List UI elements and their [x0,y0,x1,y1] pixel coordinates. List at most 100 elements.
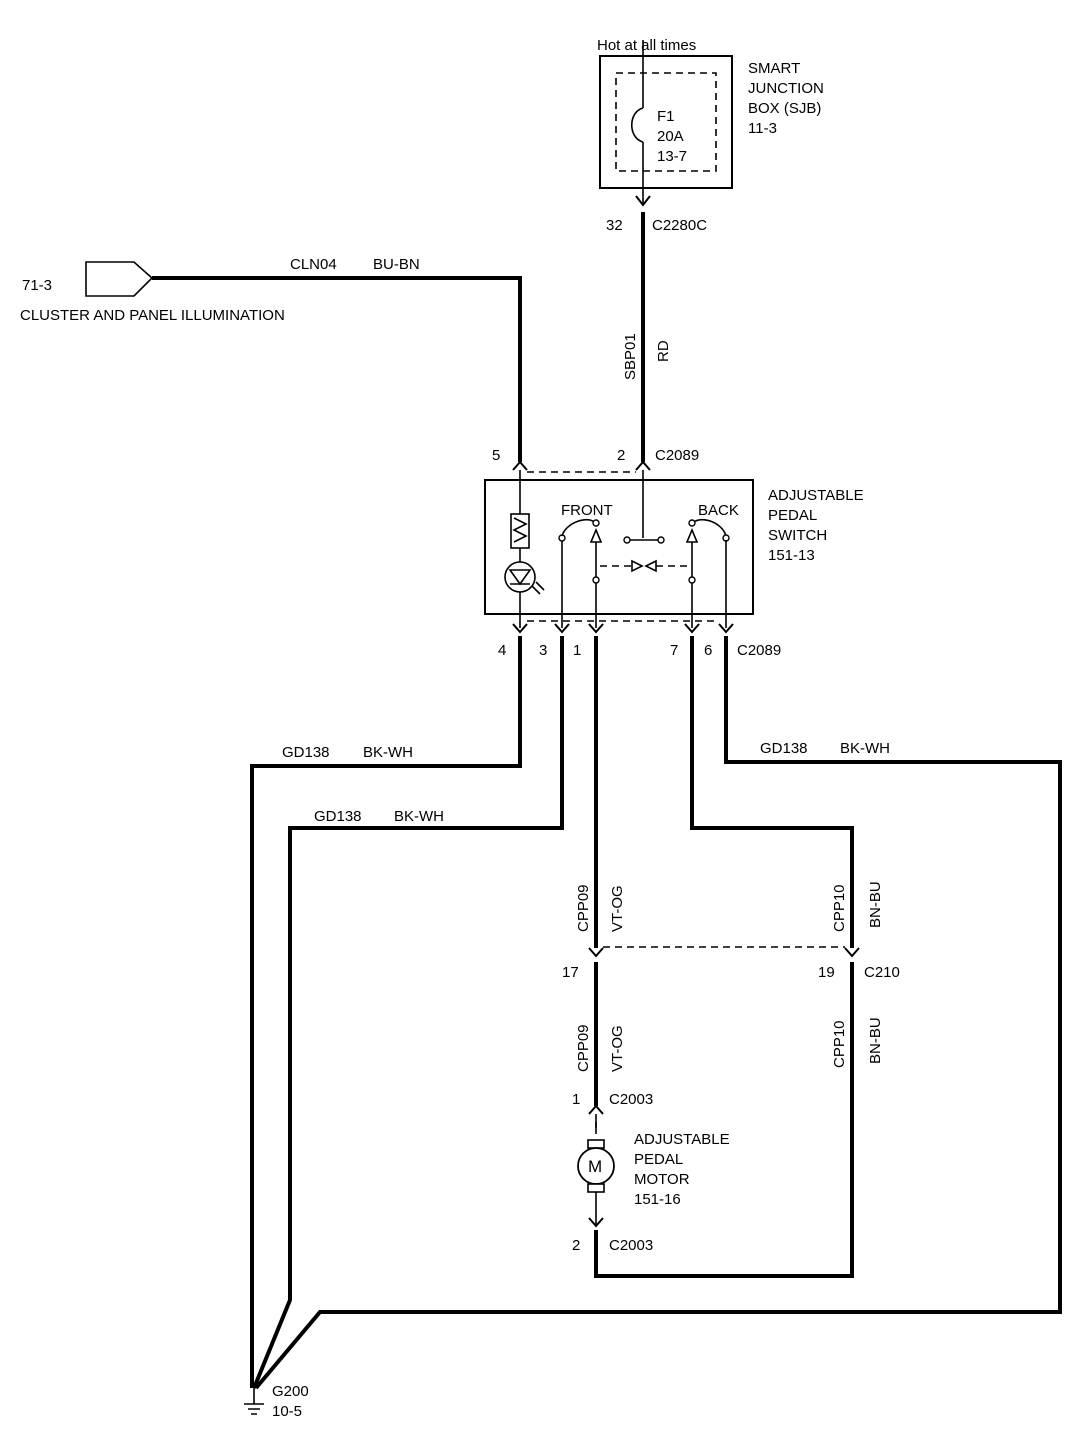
lamp-led-icon [504,561,536,593]
sjb-inner-dashed [615,72,717,172]
wire-gd138-left-lower-circuit: GD138 [314,808,362,825]
wire-cpp10-upper-circuit: CPP10 [831,884,848,932]
ground-icon [244,1388,264,1415]
wire-cpp09-upper-circuit: CPP09 [575,884,592,932]
wire-gd138-right-color: BK-WH [840,740,890,757]
wire-gd138-left-upper-color: BK-WH [363,744,413,761]
cluster-illumination: 71-3 CLUSTER AND PANEL ILLUMINATION [20,261,285,324]
c2089-pin4-connector-icon [512,623,528,634]
switch-name-line2: PEDAL [768,507,817,524]
wire-gd138-left-lower [252,636,564,1389]
motor-name-line1: ADJUSTABLE [634,1131,730,1148]
back-switch-arm-icon [693,518,727,537]
c2003-bottom-connector: C2003 [609,1237,653,1254]
wire-cpp09-upper-color: VT-OG [609,885,626,932]
switch-name-line1: ADJUSTABLE [768,487,864,504]
sjb-name-line2: JUNCTION [748,80,824,97]
c2089-bottom-pin-6: 6 [704,642,712,659]
c210-pin19-connector-icon [844,947,860,958]
motor-symbol: M [588,1157,602,1176]
c2003-bottom-pin: 2 [572,1237,580,1254]
mechanical-link-arrows-icon [631,559,657,573]
illumination-name: CLUSTER AND PANEL ILLUMINATION [20,307,285,324]
smart-junction-box: Hot at all times F1 20A 13-7 SMART JUNCT… [597,37,824,234]
c210-pin17-connector-icon [588,947,604,958]
resistor-icon [510,513,530,549]
c2089-bottom-pin-7: 7 [670,642,678,659]
fuse-ref: 13-7 [657,148,687,165]
c2003-pin1-connector-icon [588,1104,604,1115]
feed-contact-right-icon [657,536,665,544]
c2280c-pin: 32 [606,217,623,234]
c2089-pin5-connector-icon [512,460,528,471]
wire-cpp10-upper [690,636,854,948]
wire-cpp09-lower-circuit: CPP09 [575,1024,592,1072]
c2089-pin6-connector-icon [718,623,734,634]
led-diode-icon [508,569,532,586]
switch-ref: 151-13 [768,547,815,564]
motor-bottom-brush-icon [587,1183,605,1193]
sjb-ref: 11-3 [748,120,777,137]
sjb-name-line1: SMART [748,60,800,77]
motor-ref: 151-16 [634,1191,681,1208]
led-light-rays-icon [531,581,545,595]
c2089-bottom-connector: C2089 [737,642,781,659]
wire-gd138-left-lower-color: BK-WH [394,808,444,825]
wire-gd138-left-upper [250,636,522,1388]
motor-name-line3: MOTOR [634,1171,690,1188]
c2003-top-connector: C2003 [609,1091,653,1108]
front-label: FRONT [561,502,613,519]
c2089-top-pin-right: 2 [617,447,625,464]
c2280c-connector: C2280C [652,217,707,234]
wire-cln04 [152,276,522,462]
wire-cpp10-upper-color: BN-BU [867,881,884,928]
c2089-pin1-connector-icon [588,623,604,634]
motor-name-line2: PEDAL [634,1151,683,1168]
c2003-top-pin: 1 [572,1091,580,1108]
illumination-ref: 71-3 [22,277,52,294]
fuse-id: F1 [657,108,675,125]
back-junction-icon [688,576,696,584]
wire-cpp10-lower-color: BN-BU [867,1017,884,1064]
front-common-line [589,527,603,628]
illumination-reference-arrow-icon [85,261,154,297]
wire-cln04-color: BU-BN [373,256,420,273]
fuse-rating: 20A [657,128,684,145]
c2089-pin7-connector-icon [684,623,700,634]
back-common-line [685,527,699,628]
wire-cpp10-lower-circuit: CPP10 [831,1020,848,1068]
wire-sbp01-color: RD [655,340,672,362]
c2280c-connector-icon [635,195,651,207]
resistor-zigzag-icon [512,517,528,543]
sjb-outline [599,55,733,189]
c2089-pin2-connector-icon [635,460,651,471]
c2089-pin3-connector-icon [554,623,570,634]
wire-sbp01-circuit: SBP01 [622,333,639,380]
adjustable-pedal-switch: 5 2 C2089 FRONT BACK [484,447,864,659]
front-junction-icon [592,576,600,584]
c210-pin-right: 19 [818,964,835,981]
hot-at-all-times-label: Hot at all times [597,37,696,54]
c210-pin-left: 17 [562,964,579,981]
wire-gd138-left-upper-circuit: GD138 [282,744,330,761]
wire-cpp10-lower [594,962,854,1278]
adjustable-pedal-motor: 1 C2003 M 2 C2003 ADJUSTABLE PEDAL MOTOR… [572,1091,730,1254]
wire-cpp09-lower-color: VT-OG [609,1025,626,1072]
fuse-f1-icon [630,107,644,143]
switch-name-line3: SWITCH [768,527,827,544]
front-pivot-icon [592,519,600,527]
c210-connector-label: C210 [864,964,900,981]
wire-cln04-circuit: CLN04 [290,256,337,273]
c2089-bottom-pin-4: 4 [498,642,506,659]
ground-g200: G200 10-5 [244,1383,309,1420]
motor-top-brush-icon [587,1139,605,1149]
back-pivot-icon [688,519,696,527]
c2089-top-pin-left: 5 [492,447,500,464]
wire-gd138-right [254,636,1062,1390]
ground-ref: 10-5 [272,1403,302,1420]
ground-name: G200 [272,1383,309,1400]
c2089-bottom-pin-1: 1 [573,642,581,659]
c210-connector: 17 19 C210 [562,946,900,981]
wire-gd138-right-circuit: GD138 [760,740,808,757]
back-label: BACK [698,502,739,519]
